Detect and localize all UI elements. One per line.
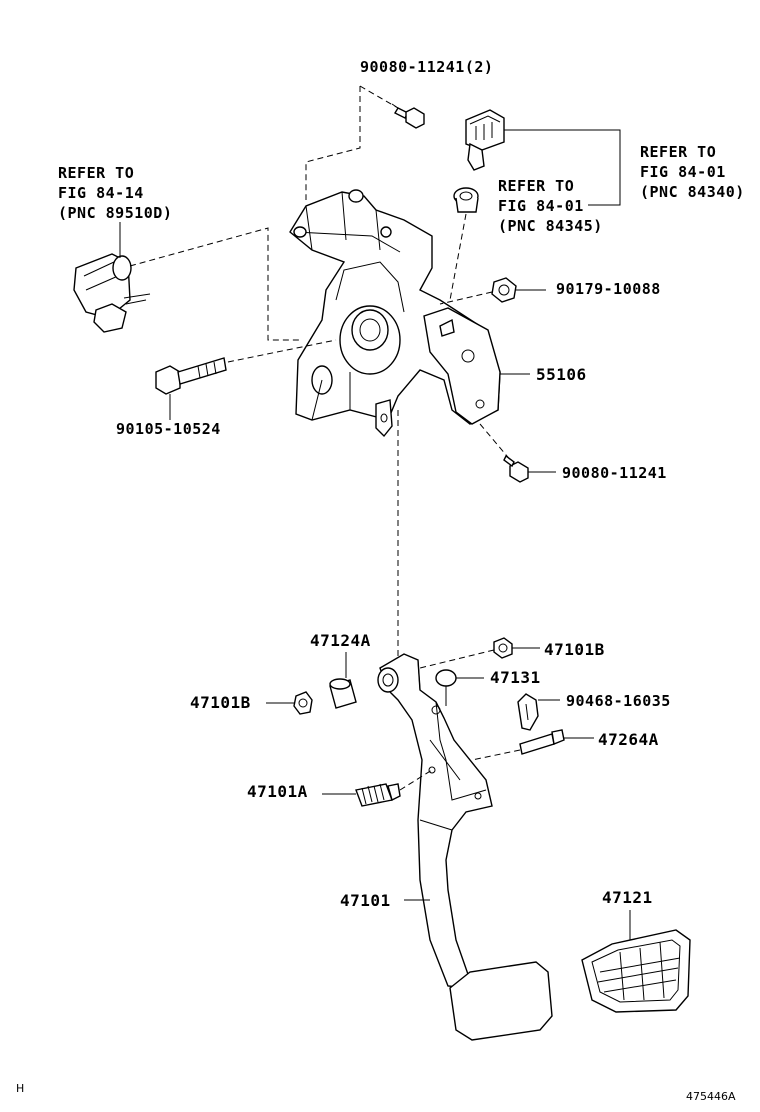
- label-refer-left-3: (PNC 89510D): [58, 204, 173, 222]
- stopper-47131: [435, 669, 457, 706]
- spring-47101A: [355, 783, 401, 807]
- figure-number: 475446A: [686, 1090, 736, 1103]
- collar-47124A: [329, 678, 357, 709]
- stop-switch-89510D: [73, 253, 151, 333]
- label-bushing-47101B-left: 47101B: [190, 693, 251, 712]
- bushing-47101B-left: [293, 691, 313, 715]
- label-collar-47124A: 47124A: [310, 631, 371, 650]
- label-pad-cover-47121: 47121: [602, 888, 653, 907]
- pedal-bracket: [289, 189, 501, 438]
- leader-84340: [504, 129, 621, 206]
- leader-bolt-top: [305, 86, 361, 200]
- pin-dash-line: [471, 749, 521, 761]
- corner-mark: H: [16, 1082, 25, 1095]
- label-refer-right-2: FIG 84-01: [640, 163, 726, 181]
- label-pedal-47101: 47101: [340, 891, 391, 910]
- spring-dash-line: [399, 769, 433, 791]
- label-bolt-90080-bottom: 90080-11241: [562, 464, 667, 482]
- label-refer-left-2: FIG 84-14: [58, 184, 144, 202]
- label-nut-90179: 90179-10088: [556, 280, 661, 298]
- leader-bolt-top-2: [359, 85, 399, 109]
- label-bolt-90105: 90105-10524: [116, 420, 221, 438]
- pad-cover-47121: [581, 929, 691, 1013]
- label-refer-right-3: (PNC 84340): [640, 183, 745, 201]
- nut-dash-line: [439, 291, 493, 305]
- label-bolt-90080-top: 90080-11241(2): [360, 58, 494, 76]
- label-bushing-47101B-right: 47101B: [544, 640, 605, 659]
- bolt-bottom-dash: [479, 423, 513, 463]
- brake-pedal-47101: [377, 653, 553, 1041]
- label-refer-mid-2: FIG 84-01: [498, 197, 584, 215]
- label-clip-90468: 90468-16035: [566, 692, 671, 710]
- label-refer-mid-3: (PNC 84345): [498, 217, 603, 235]
- pin-47264A: [519, 729, 565, 755]
- grommet-84345: [453, 187, 479, 213]
- bolt-dash-line: [227, 339, 337, 363]
- bushing-right-dash: [419, 649, 495, 669]
- label-refer-left-1: REFER TO: [58, 164, 135, 182]
- switch-dash-line: [129, 227, 300, 341]
- label-refer-mid-1: REFER TO: [498, 177, 575, 195]
- label-bracket-55106: 55106: [536, 365, 587, 384]
- bushing-47101B-right: [493, 637, 513, 659]
- bolt-90105-10524: [155, 357, 227, 395]
- label-stopper-47131: 47131: [490, 668, 541, 687]
- label-spring-47101A: 47101A: [247, 782, 308, 801]
- clip-90468-16035: [517, 693, 539, 731]
- leader-84345-dash: [449, 213, 467, 301]
- label-refer-right-1: REFER TO: [640, 143, 717, 161]
- label-pin-47264A: 47264A: [598, 730, 659, 749]
- bolt-90080-bottom: [503, 454, 529, 483]
- connector-84340: [465, 109, 505, 171]
- nut-90179-10088: [491, 277, 517, 303]
